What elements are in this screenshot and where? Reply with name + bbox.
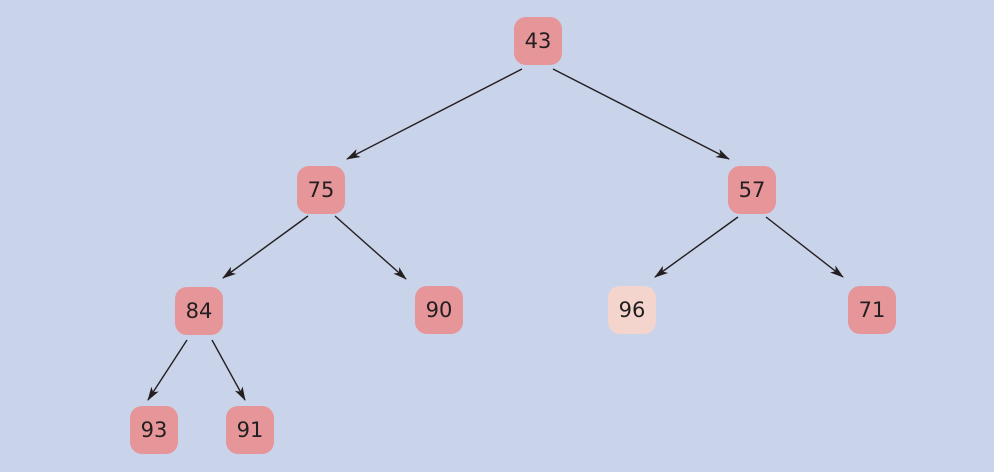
tree-edge-75-90: [334, 215, 407, 280]
tree-node-84: 84: [175, 287, 223, 335]
tree-node-93: 93: [130, 406, 178, 454]
tree-node-90: 90: [415, 286, 463, 334]
tree-edge-43-75: [346, 68, 523, 160]
tree-node-57: 57: [728, 166, 776, 214]
tree-edge-75-84: [222, 215, 309, 279]
tree-node-91: 91: [226, 406, 274, 454]
tree-edge-84-93: [147, 339, 188, 401]
tree-edge-43-57: [552, 68, 730, 160]
tree-edge-57-71: [765, 216, 844, 278]
tree-node-43: 43: [514, 17, 562, 65]
tree-edge-57-96: [654, 216, 739, 278]
tree-node-96: 96: [608, 286, 656, 334]
tree-node-71: 71: [848, 286, 896, 334]
tree-node-75: 75: [297, 166, 345, 214]
tree-edge-84-91: [211, 339, 246, 401]
